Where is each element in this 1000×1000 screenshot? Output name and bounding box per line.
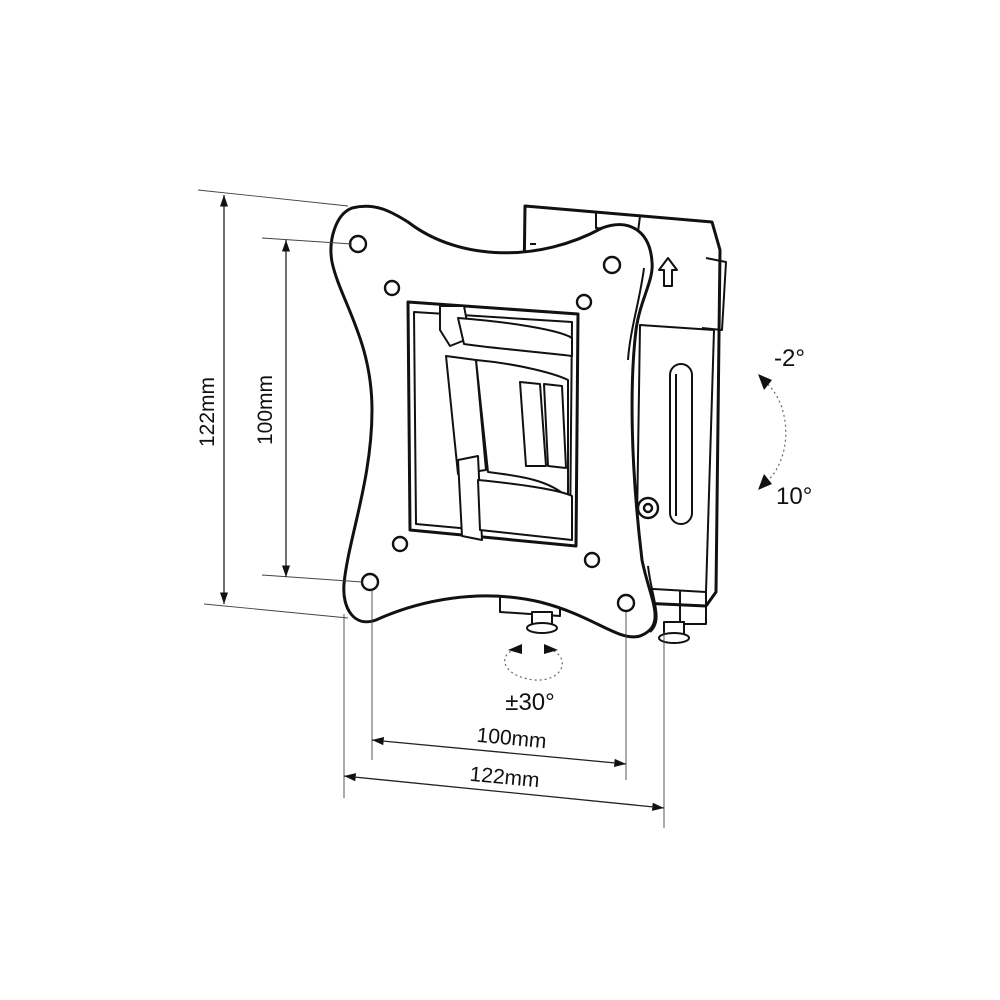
swivel-indicator: ±30° (504, 644, 563, 716)
outer-height-label: 122mm (196, 377, 219, 447)
up-arrow-icon (658, 257, 678, 287)
swivel-label: ±30° (505, 689, 554, 716)
swivel-knob-right (658, 621, 690, 644)
outer-width-label: 122mm (469, 763, 541, 792)
dimension-inner-height: 100mm (254, 237, 363, 583)
dimension-outer-width: 122mm (343, 614, 665, 828)
vesa-plate (329, 204, 658, 639)
tilt-indicator: -2° 10° (758, 345, 812, 510)
swivel-knob-left (526, 611, 558, 634)
mounting-holes (348, 234, 636, 613)
tilt-up-label: -2° (774, 345, 805, 372)
dimension-outer-height: 122mm (196, 189, 349, 619)
tilt-down-label: 10° (776, 483, 812, 510)
inner-height-label: 100mm (254, 375, 277, 445)
inner-width-label: 100mm (476, 724, 548, 753)
